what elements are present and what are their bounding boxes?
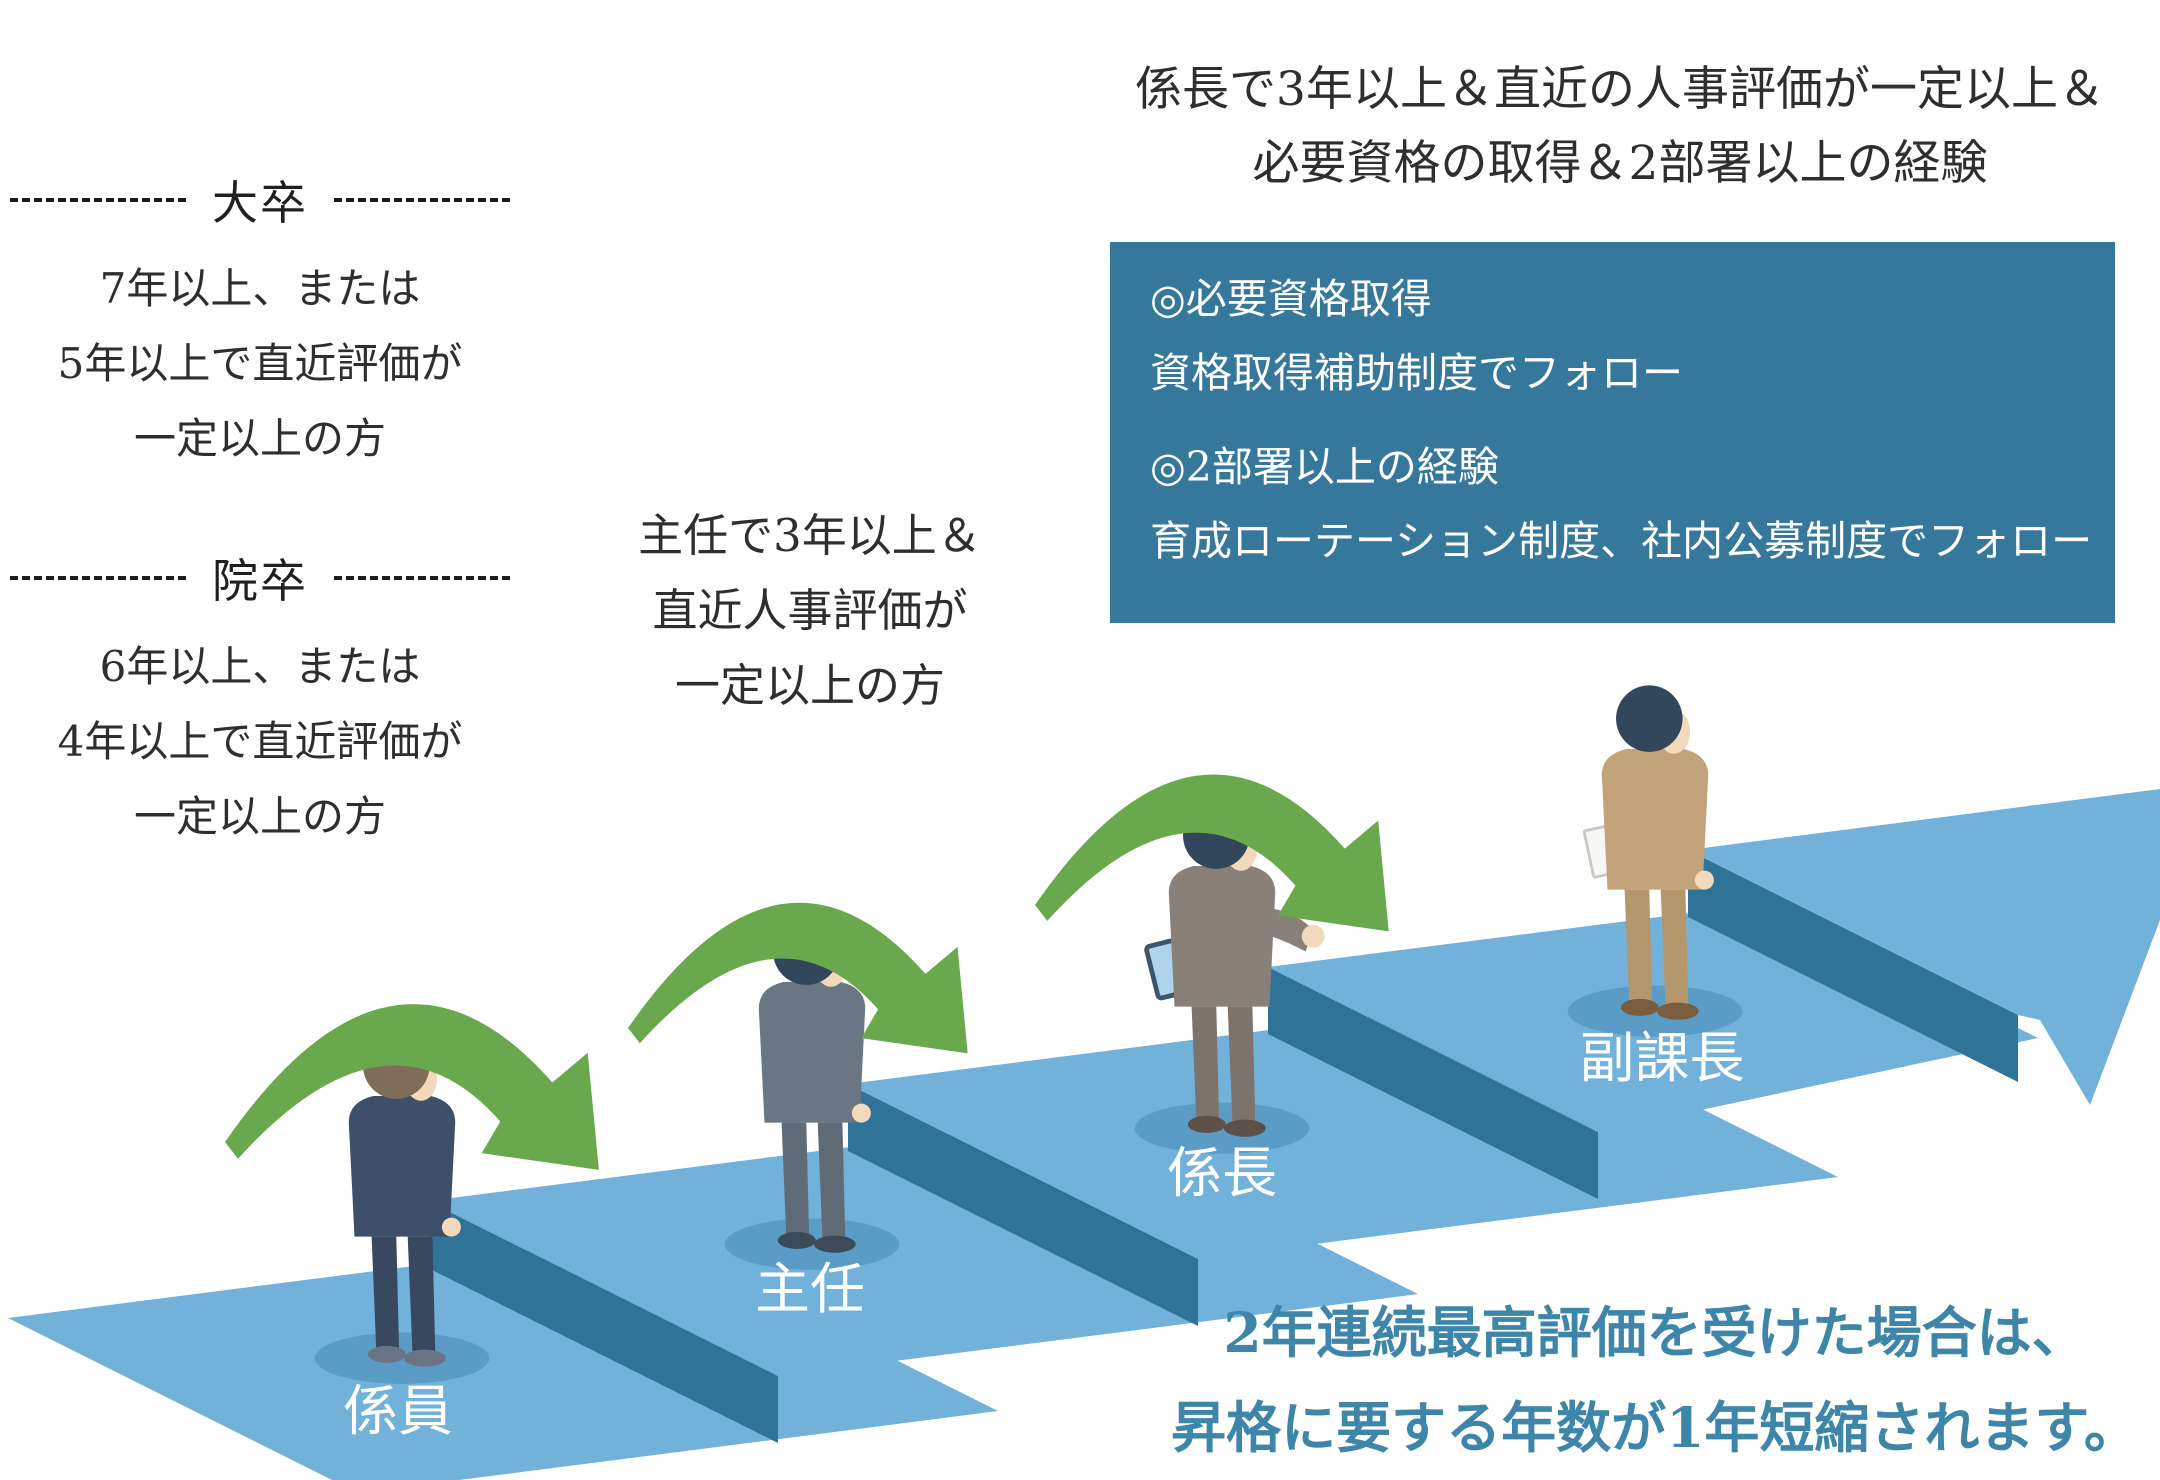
daisotsu-line-1: 7年以上、または [99,264,421,313]
support-item-qualification: ◎必要資格取得 資格取得補助制度でフォロー [1150,262,2075,410]
step-label-kakaricho: 係長 [1167,1141,1277,1205]
shunin-line-1: 主任で3年以上＆ [638,509,982,562]
top-platform-arrow [1688,789,2160,1105]
daisotsu-heading: 大卒 [212,176,308,230]
dashed-divider [10,198,186,202]
step-label-fukukacho: 副課長 [1579,1026,1744,1090]
daisotsu-heading-row: 大卒 [10,175,510,230]
support-item-departments: ◎2部署以上の経験 育成ローテーション制度、社内公募制度でフォロー [1150,430,2093,578]
dashed-divider [334,198,510,202]
daisotsu-requirement-block: 大卒 7年以上、または 5年以上で直近評価が 一定以上の方 [10,175,510,476]
insotsu-heading-row: 院卒 [10,553,510,608]
daisotsu-line-2: 5年以上で直近評価が [57,339,463,388]
step-label-kakari-in: 係員 [343,1379,453,1443]
dashed-divider [10,576,186,580]
top-platform-riser [1688,850,2018,1082]
person-kakari-in [314,1032,490,1384]
support-item-desc: 育成ローテーション制度、社内公募制度でフォロー [1150,517,2093,565]
support-item-title: ◎2部署以上の経験 [1150,443,1499,491]
shunin-line-2: 直近人事評価が [652,584,968,637]
step-label-shunin: 主任 [755,1257,865,1321]
shunin-line-3: 一定以上の方 [674,659,945,712]
fast-track-note-line-1: 2年連続最高評価を受けた場合は、 [1223,1300,2087,1365]
fast-track-note-line-2: 昇格に要する年数が1年短縮されます。 [1171,1395,2139,1460]
insotsu-heading: 院卒 [212,554,308,608]
kakaricho-line-2: 必要資格の取得＆2部署以上の経験 [1252,136,1988,191]
fast-track-note: 2年連続最高評価を受けた場合は、 昇格に要する年数が1年短縮されます。 [1150,1285,2160,1475]
step-3-riser [848,1084,1198,1326]
shunin-requirement-block: 主任で3年以上＆ 直近人事評価が 一定以上の方 [575,498,1045,723]
daisotsu-line-3: 一定以上の方 [133,414,386,463]
insotsu-line-1: 6年以上、または [99,642,421,691]
kakaricho-line-1: 係長で3年以上＆直近の人事評価が一定以上＆ [1135,62,2105,117]
insotsu-line-2: 4年以上で直近評価が [57,717,463,766]
insotsu-line-3: 一定以上の方 [133,792,386,841]
support-system-box: ◎必要資格取得 資格取得補助制度でフォロー ◎2部署以上の経験 育成ローテーショ… [1110,242,2115,623]
step-4-riser [1268,967,1598,1199]
support-item-title: ◎必要資格取得 [1150,275,1432,323]
dashed-divider [334,576,510,580]
support-item-desc: 資格取得補助制度でフォロー [1150,349,1683,397]
person-fukukacho [1567,685,1743,1037]
step-2-riser [428,1201,778,1443]
kakaricho-requirement-headline: 係長で3年以上＆直近の人事評価が一定以上＆ 必要資格の取得＆2部署以上の経験 [1080,53,2160,201]
insotsu-requirement-block: 院卒 6年以上、または 4年以上で直近評価が 一定以上の方 [10,553,510,854]
